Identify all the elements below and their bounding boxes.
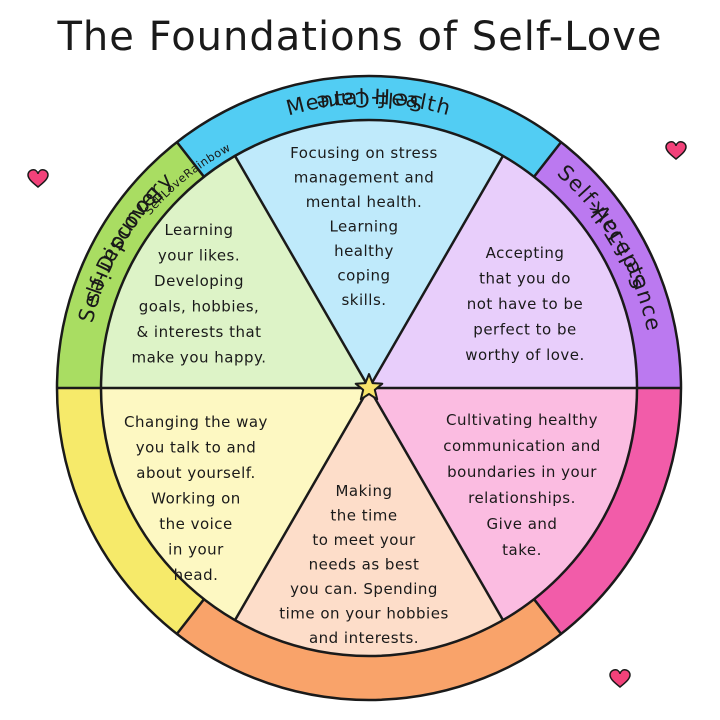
segment-2-line: boundaries in your	[447, 463, 597, 481]
segment-4-line: the voice	[159, 515, 233, 533]
page-title: The Foundations of Self-Love	[57, 14, 663, 60]
band-divider-0	[175, 141, 205, 178]
segment-5-line: your likes.	[158, 247, 240, 265]
segment-text-5: Learning your likes. Developing goals, hobb…	[131, 221, 266, 367]
segment-3-line: time on your hobbies	[279, 605, 449, 623]
spoke-0	[233, 155, 371, 389]
segment-1-line: that you do	[479, 270, 571, 288]
segment-0-line: management and	[294, 169, 434, 187]
inner-wedge-0	[235, 119, 503, 388]
segment-2-line: communication and	[443, 437, 601, 455]
segment-3-line: Making	[335, 482, 392, 500]
band-segment-3	[176, 599, 562, 701]
segment-4-line: head.	[174, 566, 219, 584]
segment-0-line: Focusing on stress	[290, 144, 438, 162]
band-divider-3	[533, 598, 563, 635]
segment-3-line: to meet your	[312, 531, 416, 549]
segment-3-line: the time	[330, 507, 397, 525]
inner-wedge-5	[101, 155, 369, 388]
inner-wedge-1	[369, 155, 637, 388]
segment-text-4: Changing the way you talk to and about you…	[124, 413, 268, 584]
segment-2-line: take.	[502, 541, 542, 559]
segment-0-line: Learning	[329, 218, 398, 236]
spoke-4	[233, 387, 371, 621]
segment-5-line: goals, hobbies,	[139, 298, 260, 316]
segment-0-line: mental health.	[306, 193, 423, 211]
segment-5-line: & interests that	[136, 323, 261, 341]
heart-icon-bottom	[609, 669, 631, 688]
band-divider-4	[175, 598, 205, 635]
segment-text-2: Cultivating healthy communication and boun…	[443, 411, 601, 559]
segment-4-line: Changing the way	[124, 413, 268, 431]
segment-1-line: perfect to be	[473, 321, 576, 339]
spoke-1	[367, 155, 505, 389]
segment-4-line: you talk to and	[136, 439, 257, 457]
segment-2-line: Cultivating healthy	[446, 411, 598, 429]
spoke-3	[367, 387, 505, 621]
segment-2-line: Give and	[487, 515, 558, 533]
segment-0-line: healthy	[334, 242, 394, 260]
segment-text-0: Focusing on stress management and mental h…	[290, 144, 438, 309]
heart-icon-right	[665, 141, 687, 160]
center-star-icon	[354, 373, 384, 401]
segment-1-line: worthy of love.	[465, 346, 585, 364]
segment-3-line: you can. Spending	[290, 580, 438, 598]
segment-4-line: in your	[168, 541, 224, 559]
segment-text-3: Making the time to meet your needs as best y…	[279, 482, 449, 647]
segment-2-line: relationships.	[468, 489, 576, 507]
segment-descriptions: Focusing on stress management and mental h…	[124, 144, 601, 647]
inner-wedge-3	[235, 388, 503, 656]
segment-4-line: about yourself.	[136, 464, 255, 482]
segment-0-line: skills.	[341, 291, 386, 309]
band-divider-1	[533, 141, 563, 178]
segment-3-line: needs as best	[309, 556, 420, 574]
segment-text-1: Accepting that you do not have to be perfec…	[465, 244, 585, 364]
segment-0-line: coping	[337, 267, 390, 285]
segment-1-line: not have to be	[467, 295, 583, 313]
inner-wedge-2	[369, 388, 637, 621]
wheel-outlines	[55, 74, 683, 702]
segment-1-line: Accepting	[486, 244, 565, 262]
band-segment-0	[176, 75, 562, 177]
heart-icon-left	[27, 169, 49, 188]
segment-5-line: Learning	[164, 221, 233, 239]
segment-5-line: make you happy.	[131, 349, 266, 367]
segment-3-line: and interests.	[309, 629, 419, 647]
segment-4-line: Working on	[151, 490, 241, 508]
inner-segments	[101, 119, 637, 656]
segment-5-line: Developing	[154, 272, 244, 290]
inner-wedge-4	[101, 388, 369, 621]
